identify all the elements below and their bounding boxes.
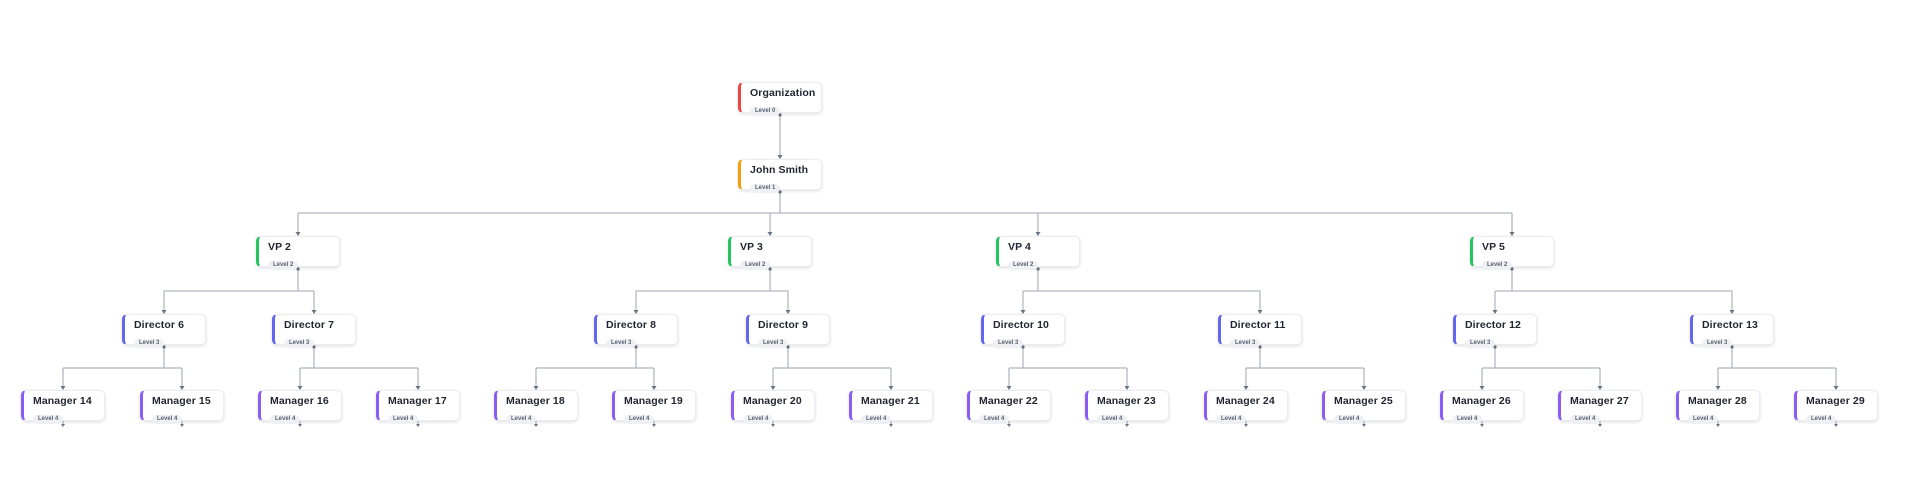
node-title: Manager 15 <box>152 395 211 407</box>
org-node-m29[interactable]: Manager 29 Level 4 <box>1794 390 1878 424</box>
org-node-m18[interactable]: Manager 18 Level 4 <box>494 390 578 424</box>
node-level-badge: Level 3 <box>134 338 165 348</box>
node-title: Organization <box>750 87 816 99</box>
node-title: Manager 28 <box>1688 395 1747 407</box>
node-title: Director 7 <box>284 319 335 331</box>
node-title: Manager 18 <box>506 395 565 407</box>
node-level-badge: Level 4 <box>979 414 1010 424</box>
org-node-vp2[interactable]: VP 2 Level 2 <box>256 236 340 270</box>
node-title: Director 8 <box>606 319 657 331</box>
org-node-d13[interactable]: Director 13 Level 3 <box>1690 314 1774 348</box>
node-level-badge: Level 3 <box>606 338 637 348</box>
node-title: Manager 26 <box>1452 395 1511 407</box>
node-level-badge: Level 4 <box>1806 414 1837 424</box>
node-level-badge: Level 4 <box>270 414 301 424</box>
node-title: Manager 20 <box>743 395 802 407</box>
node-title: Manager 25 <box>1334 395 1393 407</box>
node-level-badge: Level 4 <box>1334 414 1365 424</box>
node-level-badge: Level 4 <box>743 414 774 424</box>
node-level-badge: Level 0 <box>750 106 781 116</box>
node-level-badge: Level 4 <box>1216 414 1247 424</box>
org-node-m16[interactable]: Manager 16 Level 4 <box>258 390 342 424</box>
org-node-m27[interactable]: Manager 27 Level 4 <box>1558 390 1642 424</box>
org-node-m25[interactable]: Manager 25 Level 4 <box>1322 390 1406 424</box>
node-title: VP 3 <box>740 241 763 253</box>
node-title: Director 13 <box>1702 319 1758 331</box>
org-node-vp5[interactable]: VP 5 Level 2 <box>1470 236 1554 270</box>
org-node-d11[interactable]: Director 11 Level 3 <box>1218 314 1302 348</box>
node-title: VP 4 <box>1008 241 1031 253</box>
node-title: Manager 21 <box>861 395 920 407</box>
node-title: Manager 29 <box>1806 395 1865 407</box>
org-node-d12[interactable]: Director 12 Level 3 <box>1453 314 1537 348</box>
org-node-d7[interactable]: Director 7 Level 3 <box>272 314 356 348</box>
node-level-badge: Level 4 <box>1688 414 1719 424</box>
node-level-badge: Level 4 <box>1452 414 1483 424</box>
node-level-badge: Level 3 <box>1230 338 1261 348</box>
node-title: Manager 27 <box>1570 395 1629 407</box>
node-title: Director 10 <box>993 319 1049 331</box>
org-node-d8[interactable]: Director 8 Level 3 <box>594 314 678 348</box>
node-title: Manager 23 <box>1097 395 1156 407</box>
org-node-vp3[interactable]: VP 3 Level 2 <box>728 236 812 270</box>
node-level-badge: Level 3 <box>993 338 1024 348</box>
node-title: VP 2 <box>268 241 291 253</box>
org-node-m19[interactable]: Manager 19 Level 4 <box>612 390 696 424</box>
node-title: Director 12 <box>1465 319 1521 331</box>
org-node-m20[interactable]: Manager 20 Level 4 <box>731 390 815 424</box>
node-title: Manager 14 <box>33 395 92 407</box>
node-level-badge: Level 3 <box>284 338 315 348</box>
org-node-m17[interactable]: Manager 17 Level 4 <box>376 390 460 424</box>
node-title: John Smith <box>750 164 809 176</box>
org-node-d6[interactable]: Director 6 Level 3 <box>122 314 206 348</box>
org-node-m14[interactable]: Manager 14 Level 4 <box>21 390 105 424</box>
node-level-badge: Level 4 <box>33 414 64 424</box>
node-level-badge: Level 2 <box>268 260 299 270</box>
node-title: Manager 19 <box>624 395 683 407</box>
node-title: Manager 16 <box>270 395 329 407</box>
org-node-d9[interactable]: Director 9 Level 3 <box>746 314 830 348</box>
node-level-badge: Level 1 <box>750 183 781 193</box>
node-level-badge: Level 4 <box>506 414 537 424</box>
org-node-vp4[interactable]: VP 4 Level 2 <box>996 236 1080 270</box>
org-node-m23[interactable]: Manager 23 Level 4 <box>1085 390 1169 424</box>
node-level-badge: Level 4 <box>861 414 892 424</box>
node-level-badge: Level 4 <box>624 414 655 424</box>
node-level-badge: Level 4 <box>1097 414 1128 424</box>
node-level-badge: Level 4 <box>1570 414 1601 424</box>
node-level-badge: Level 4 <box>152 414 183 424</box>
node-level-badge: Level 2 <box>740 260 771 270</box>
node-title: Director 6 <box>134 319 185 331</box>
org-node-m24[interactable]: Manager 24 Level 4 <box>1204 390 1288 424</box>
node-level-badge: Level 3 <box>1465 338 1496 348</box>
org-node-d10[interactable]: Director 10 Level 3 <box>981 314 1065 348</box>
node-title: Manager 22 <box>979 395 1038 407</box>
node-title: Manager 17 <box>388 395 447 407</box>
node-title: Director 9 <box>758 319 809 331</box>
org-node-m21[interactable]: Manager 21 Level 4 <box>849 390 933 424</box>
node-level-badge: Level 3 <box>1702 338 1733 348</box>
org-node-m15[interactable]: Manager 15 Level 4 <box>140 390 224 424</box>
node-title: VP 5 <box>1482 241 1505 253</box>
org-node-m26[interactable]: Manager 26 Level 4 <box>1440 390 1524 424</box>
node-title: Director 11 <box>1230 319 1286 331</box>
org-node-m22[interactable]: Manager 22 Level 4 <box>967 390 1051 424</box>
node-level-badge: Level 2 <box>1008 260 1039 270</box>
node-level-badge: Level 3 <box>758 338 789 348</box>
node-level-badge: Level 2 <box>1482 260 1513 270</box>
node-level-badge: Level 4 <box>388 414 419 424</box>
node-title: Manager 24 <box>1216 395 1275 407</box>
org-node-m28[interactable]: Manager 28 Level 4 <box>1676 390 1760 424</box>
